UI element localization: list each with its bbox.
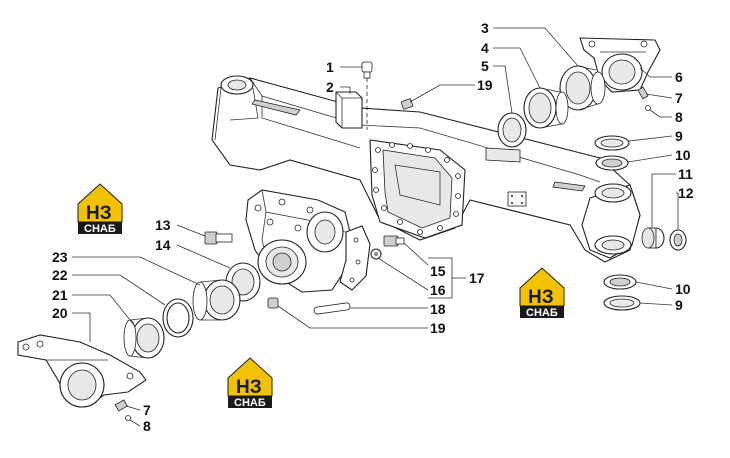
label-6: 6: [675, 69, 683, 85]
washer-16: [370, 248, 382, 260]
logo-caption: СНАБ: [84, 223, 116, 235]
label-12: 12: [678, 185, 694, 201]
label-20: 20: [52, 305, 68, 321]
seal-10-lower: [603, 274, 637, 290]
logo-caption: СНАБ: [526, 307, 558, 319]
pin-18: [313, 302, 351, 315]
label-19-upper: 19: [477, 77, 493, 93]
label-18: 18: [430, 301, 446, 317]
differential-carrier: [245, 189, 353, 293]
logo-mark: НЗ: [86, 203, 112, 224]
label-22: 22: [52, 267, 68, 283]
label-19-lower: 19: [430, 320, 446, 336]
label-4: 4: [481, 40, 489, 56]
label-16: 16: [430, 282, 446, 298]
label-11: 11: [678, 166, 693, 182]
seal-9-upper: [594, 135, 630, 151]
label-7-left: 7: [143, 402, 151, 418]
thrust-washer-5: [497, 112, 527, 148]
bolt-7-right: [637, 86, 651, 111]
label-7-right: 7: [675, 90, 683, 106]
center-box-bolts: [372, 142, 461, 235]
plug-upper: [400, 98, 414, 110]
mounting-block: [335, 91, 363, 129]
label-15: 15: [430, 263, 446, 279]
callout-numbers: 1 2 3 4 5 6 7 8 9 10 11 12 13 14 15 16 1…: [52, 20, 694, 434]
label-2: 2: [326, 79, 334, 95]
label-8-right: 8: [675, 109, 683, 125]
label-1: 1: [326, 59, 334, 75]
ring-12: [669, 229, 687, 251]
cover-plate-16: [339, 225, 371, 291]
axle-housing: [211, 75, 641, 263]
seal-10-upper: [595, 155, 629, 171]
logo-mark: НЗ: [236, 377, 262, 398]
grease-nipple: [361, 61, 373, 130]
watermark-logo-right: НЗ СНАБ: [519, 267, 565, 319]
label-23: 23: [52, 249, 68, 265]
bolt-7-left: [114, 399, 131, 421]
label-10-lower: 10: [675, 281, 691, 297]
label-9-lower: 9: [675, 297, 683, 313]
label-5: 5: [481, 58, 489, 74]
label-10-upper: 10: [675, 147, 691, 163]
label-3: 3: [481, 20, 489, 36]
bolt-13: [204, 231, 233, 245]
label-14: 14: [155, 237, 171, 253]
bush-11: [641, 227, 665, 249]
label-9-upper: 9: [675, 128, 683, 144]
label-13: 13: [155, 217, 171, 233]
label-17: 17: [469, 270, 485, 286]
trunnion-bracket-left: [17, 334, 147, 408]
leader-lines: [72, 27, 679, 427]
bushing-23: [192, 279, 241, 321]
plug-19-lower: [267, 297, 279, 309]
bushing-21: [123, 317, 165, 359]
watermark-logo-bottom: НЗ СНАБ: [227, 357, 273, 409]
label-8-left: 8: [143, 418, 151, 434]
ring-22: [162, 298, 194, 338]
bushing-4: [523, 87, 569, 129]
label-21: 21: [52, 287, 68, 303]
logo-caption: СНАБ: [234, 397, 266, 409]
seal-9-lower: [603, 295, 641, 311]
logo-mark: НЗ: [528, 287, 554, 308]
bolt-15: [383, 235, 405, 247]
bushing-3: [559, 65, 606, 111]
watermark-logo-left: НЗ СНАБ: [77, 183, 123, 235]
